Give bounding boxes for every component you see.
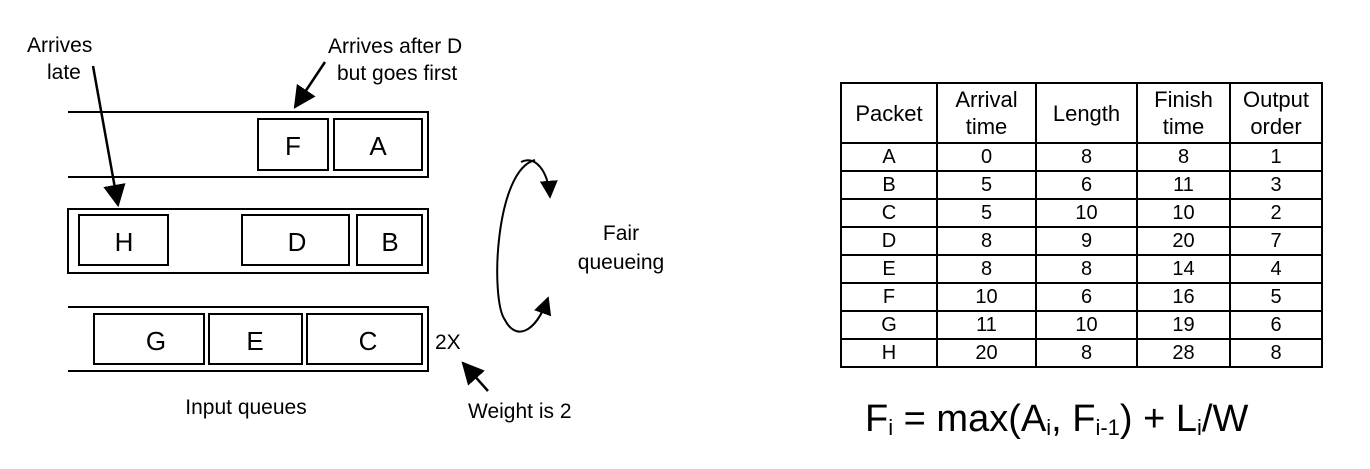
table-cell: 8 (936, 254, 1037, 284)
table-cell: H (840, 338, 938, 368)
table-cell: 11 (936, 310, 1037, 340)
packet-box-A (333, 118, 423, 171)
table-cell: 6 (1035, 282, 1138, 312)
table-cell: 8 (1035, 254, 1138, 284)
packet-box-D (241, 214, 350, 266)
packet-box-B (356, 214, 423, 266)
fair-queueing-cycle-arrow (496, 159, 552, 333)
table-cell: C (840, 198, 938, 228)
table-cell: 8 (1136, 142, 1231, 172)
weight-note: Weight is 2 (468, 400, 572, 423)
table-cell: G (840, 310, 938, 340)
table-cell: 0 (936, 142, 1037, 172)
packet-box-F (257, 118, 329, 171)
table-cell: 6 (1035, 170, 1138, 200)
header-packet: Packet (840, 82, 938, 144)
fair-queueing-label-line1: Fair (603, 222, 639, 245)
table-cell: 16 (1136, 282, 1231, 312)
packet-label-D: D (288, 227, 307, 257)
table-cell: 5 (936, 198, 1037, 228)
arrives-after-label-line1: Arrives after D (328, 35, 462, 58)
table-cell: A (840, 142, 938, 172)
packet-label-A: A (369, 131, 387, 161)
table-cell: 1 (1229, 142, 1323, 172)
queue-3 (68, 306, 429, 372)
table-cell: 20 (936, 338, 1037, 368)
table-cell: 10 (1035, 198, 1138, 228)
table-cell: 10 (1136, 198, 1231, 228)
table-cell: F (840, 282, 938, 312)
table-cell: 2 (1229, 198, 1323, 228)
fair-queueing-label-line2: queueing (578, 251, 664, 274)
packet-label-F: F (285, 131, 301, 161)
arrives-late-label-line1: Arrives (27, 34, 92, 57)
table-cell: 11 (1136, 170, 1231, 200)
table-cell: 8 (936, 226, 1037, 256)
table-cell: 14 (1136, 254, 1231, 284)
packet-label-H: H (115, 227, 134, 257)
packet-label-C: C (359, 326, 378, 356)
weight-arrow (461, 361, 489, 392)
table-cell: 3 (1229, 170, 1323, 200)
arrives-after-arrow (293, 61, 327, 109)
header-length: Length (1035, 82, 1138, 144)
finish-time-formula: Fi = max(Ai, Fi-1) + Li/W (865, 398, 1249, 440)
table-cell: 9 (1035, 226, 1138, 256)
input-queues-label: Input queues (185, 396, 306, 419)
table-cell: 8 (1035, 338, 1138, 368)
table-cell: 10 (1035, 310, 1138, 340)
packet-label-E: E (246, 326, 263, 356)
packet-box-E (208, 313, 303, 365)
packet-box-C (306, 313, 423, 365)
arrives-late-arrow (91, 65, 126, 208)
table-cell: 8 (1035, 142, 1138, 172)
table-cell: 20 (1136, 226, 1231, 256)
table-cell: 6 (1229, 310, 1323, 340)
table-cell: 4 (1229, 254, 1323, 284)
table-cell: 28 (1136, 338, 1231, 368)
table-cell: 7 (1229, 226, 1323, 256)
fair-queueing-cycle-arrow-top (520, 159, 558, 199)
table-cell: 8 (1229, 338, 1323, 368)
packet-label-G: G (146, 326, 166, 356)
arrives-late-label-line2: late (47, 61, 81, 84)
packet-box-H (78, 214, 169, 266)
table-cell: D (840, 226, 938, 256)
table-cell: B (840, 170, 938, 200)
table-cell: 5 (936, 170, 1037, 200)
table-cell: 10 (936, 282, 1037, 312)
weight-tag: 2X (435, 331, 461, 354)
table-cell: 5 (1229, 282, 1323, 312)
queue-2 (67, 208, 429, 274)
table-cell: E (840, 254, 938, 284)
queue-1 (68, 111, 429, 178)
table-cell: 19 (1136, 310, 1231, 340)
packet-label-B: B (381, 227, 398, 257)
packet-box-G (93, 313, 205, 365)
arrives-after-label-line2: but goes first (337, 62, 457, 85)
